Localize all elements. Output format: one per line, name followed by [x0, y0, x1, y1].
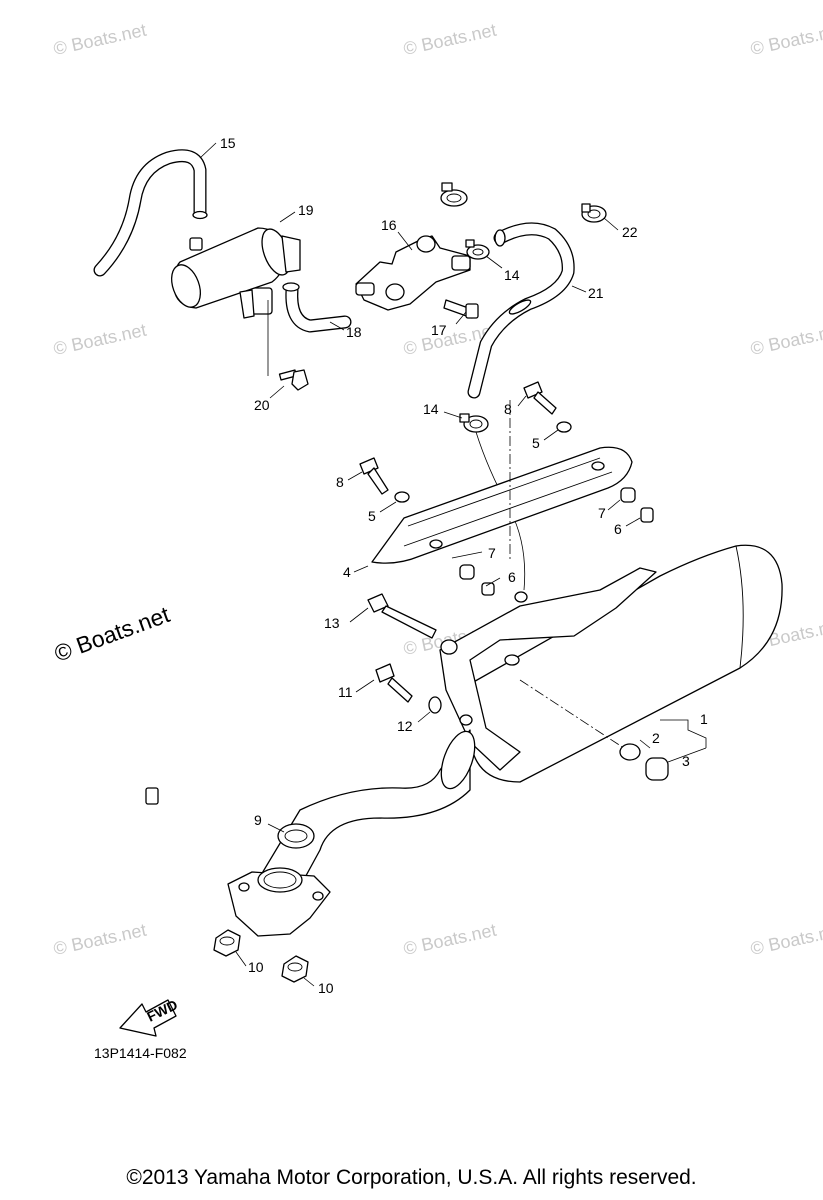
- callout-14: 14: [423, 401, 439, 417]
- watermark: © Boats.net: [749, 20, 823, 59]
- reed-valve-19: [171, 227, 301, 376]
- copyright-notice: ©2013 Yamaha Motor Corporation, U.S.A. A…: [126, 1166, 697, 1189]
- callout-2: 2: [652, 730, 660, 746]
- bolt-13: [367, 593, 437, 639]
- callout-12: 12: [397, 718, 413, 734]
- watermark: © Boats.net: [402, 920, 498, 959]
- watermark: © Boats.net: [52, 20, 148, 59]
- callout-8: 8: [336, 474, 344, 490]
- bolt-11: [375, 663, 413, 703]
- bolt-20: [278, 369, 309, 391]
- nut-10-right: [281, 955, 309, 983]
- muffler-1: [439, 544, 783, 783]
- callout-7: 7: [598, 505, 606, 521]
- bolt-8-left: [359, 457, 389, 495]
- callout-13: 13: [324, 615, 340, 631]
- callout-7: 7: [488, 545, 496, 561]
- callout-6: 6: [508, 569, 516, 585]
- watermark: © Boats.net: [52, 920, 148, 959]
- watermark: © Boats.net: [749, 320, 823, 359]
- callout-15: 15: [220, 135, 236, 151]
- collar-3: [645, 757, 669, 781]
- exhaust-parts-diagram: © Boats.net © Boats.net © Boats.net © Bo…: [51, 20, 823, 1061]
- callout-10: 10: [318, 980, 334, 996]
- watermark-dark: © Boats.net: [51, 601, 174, 667]
- washer-12: [428, 696, 442, 714]
- diagram-code: 13P1414-F082: [94, 1045, 187, 1061]
- hose-21: [467, 222, 575, 399]
- callout-17: 17: [431, 322, 447, 338]
- nut-10-left: [213, 929, 241, 957]
- callout-18: 18: [346, 324, 362, 340]
- callout-8: 8: [504, 401, 512, 417]
- callout-6: 6: [614, 521, 622, 537]
- clamp-22: [581, 203, 607, 223]
- collar-7-right: [620, 487, 636, 503]
- callouts: 15 19 16 14 22 21 17 18 20 14 8 5 8 5 7 …: [220, 135, 708, 996]
- watermark: © Boats.net: [402, 20, 498, 59]
- callout-14: 14: [504, 267, 520, 283]
- hose-18: [282, 282, 352, 333]
- exhaust-pipe: [145, 729, 476, 937]
- clamp-14-upper: [440, 182, 468, 207]
- hose-15: [93, 149, 208, 277]
- callout-3: 3: [682, 753, 690, 769]
- watermark: © Boats.net: [52, 320, 148, 359]
- callout-21: 21: [588, 285, 604, 301]
- heat-protector-4: [371, 400, 633, 564]
- washer-5-right: [556, 421, 572, 433]
- callout-16: 16: [381, 217, 397, 233]
- callout-20: 20: [254, 397, 270, 413]
- callout-11: 11: [338, 684, 353, 700]
- gasket-9: [277, 823, 315, 849]
- leader-lines: [199, 142, 707, 987]
- callout-5: 5: [368, 508, 376, 524]
- callout-5: 5: [532, 435, 540, 451]
- washer-5-left: [394, 491, 410, 503]
- callout-9: 9: [254, 812, 262, 828]
- damper-6-left: [481, 582, 495, 596]
- callout-1: 1: [700, 711, 708, 727]
- clamp-14-middle: [465, 239, 490, 260]
- screw-17: [443, 299, 479, 319]
- collar-7-left: [459, 564, 475, 580]
- cut-valve-16: [355, 235, 471, 311]
- callout-22: 22: [622, 224, 638, 240]
- fwd-arrow: FWD: [119, 996, 180, 1037]
- watermark: © Boats.net: [749, 920, 823, 959]
- callout-4: 4: [343, 564, 351, 580]
- damper-6-right: [640, 507, 654, 523]
- washer-2: [619, 743, 641, 761]
- bolt-8-right: [523, 381, 557, 415]
- callout-10: 10: [248, 959, 264, 975]
- callout-19: 19: [298, 202, 314, 218]
